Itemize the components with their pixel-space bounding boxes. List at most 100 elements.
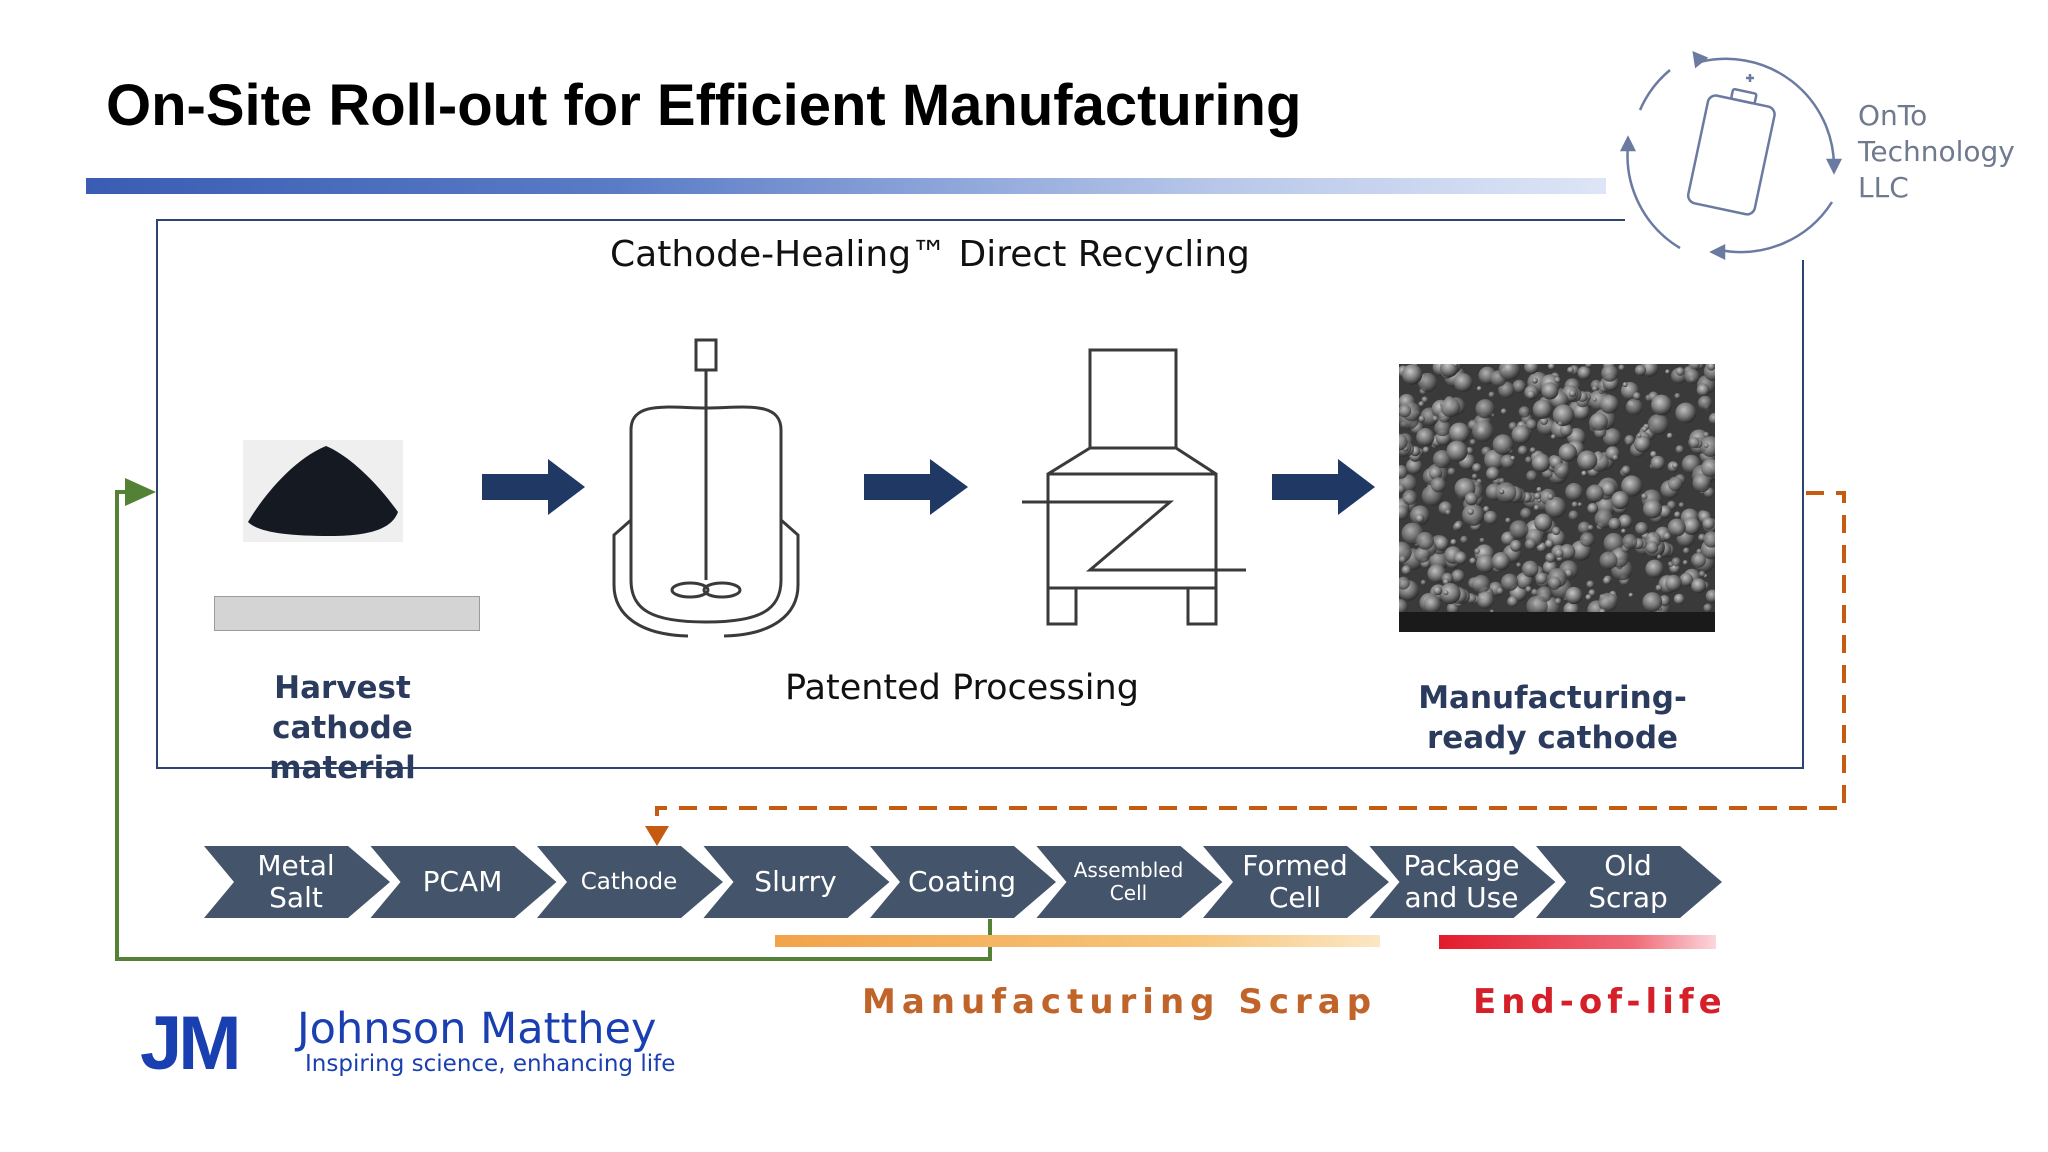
sem-grain	[1476, 554, 1495, 573]
sem-grain	[1598, 592, 1618, 612]
sem-grain	[1691, 552, 1706, 568]
sem-grain	[1534, 513, 1553, 532]
powder-pile-icon	[248, 446, 398, 536]
sem-grain	[1601, 481, 1617, 497]
sem-grain	[1675, 402, 1697, 424]
sem-grain	[1618, 514, 1633, 529]
sem-grain	[1608, 517, 1621, 531]
sem-grain	[1705, 589, 1715, 603]
sem-grain	[1683, 547, 1690, 555]
sem-grain	[1518, 406, 1530, 418]
sem-grain	[1665, 369, 1670, 374]
sem-grain	[1621, 465, 1631, 475]
sem-grain	[1512, 379, 1526, 394]
sem-grain	[1567, 366, 1574, 374]
sem-grain	[1498, 364, 1521, 381]
sem-grain	[1628, 592, 1634, 598]
value-chain-step	[537, 846, 723, 918]
sem-grain	[1421, 396, 1429, 403]
sem-grain	[1558, 443, 1577, 462]
sem-grain	[1647, 413, 1669, 435]
value-chain-step-label: Metal Salt	[257, 849, 335, 914]
sem-grain	[1467, 508, 1474, 515]
sem-grain	[1486, 466, 1500, 481]
sem-grain	[1650, 451, 1657, 458]
sem-grain	[1525, 419, 1537, 431]
flow-arrow-2	[864, 459, 968, 515]
sem-grain	[1557, 421, 1563, 427]
jm-tagline: Inspiring science, enhancing life	[305, 1051, 676, 1077]
sem-grain	[1522, 560, 1539, 578]
sem-grain	[1633, 435, 1651, 453]
value-chain-step	[1036, 846, 1223, 918]
sem-grain	[1552, 404, 1575, 426]
sem-grain	[1703, 443, 1709, 448]
sem-grain	[1432, 415, 1439, 422]
manufacturing-scrap-label: Manufacturing Scrap	[862, 982, 1378, 1022]
sem-grain	[1401, 364, 1423, 385]
sem-grain	[1434, 536, 1449, 551]
sem-grain	[1703, 531, 1715, 548]
sem-grain	[1406, 458, 1423, 475]
sem-grain	[1414, 546, 1431, 563]
value-chain-step-label: Cathode	[580, 869, 678, 895]
sem-grain	[1708, 412, 1715, 425]
sem-grain	[1399, 404, 1412, 418]
sem-grain	[1571, 501, 1578, 508]
sem-grain	[1510, 455, 1516, 461]
value-chain-step-label: Formed Cell	[1242, 849, 1348, 914]
manufacturing-ready-label: Manufacturing-ready cathode	[1418, 680, 1687, 756]
sem-grain	[1621, 475, 1643, 497]
sem-grain	[1492, 434, 1514, 455]
sem-grain	[1678, 502, 1685, 508]
sem-grain	[1529, 447, 1536, 454]
sem-grain	[1399, 484, 1406, 494]
sem-grain	[1465, 447, 1474, 455]
sem-grain	[1592, 385, 1598, 392]
sem-grain	[1551, 526, 1561, 536]
manufacturing-scrap-bar	[775, 935, 1380, 947]
orange-arrowhead	[645, 826, 669, 846]
sem-grain	[1674, 393, 1681, 399]
sem-grain	[1451, 569, 1465, 583]
sem-grain	[1453, 551, 1467, 565]
sem-grain	[1642, 592, 1663, 612]
value-chain-step	[703, 846, 890, 918]
sem-grain	[1692, 473, 1711, 493]
sem-grain	[1507, 596, 1518, 607]
cathode-strip	[214, 596, 480, 631]
sem-grain	[1550, 434, 1556, 440]
sem-grain	[1449, 422, 1470, 444]
orange-return-loop	[655, 491, 1846, 828]
sem-grain	[1445, 509, 1452, 516]
sem-grain	[1500, 408, 1507, 415]
sem-grain	[1554, 376, 1561, 384]
sem-grain	[1516, 562, 1522, 568]
sem-grain	[1698, 395, 1713, 410]
sem-grain	[1589, 412, 1608, 431]
sem-grain	[1453, 364, 1458, 367]
sem-grain	[1420, 579, 1427, 586]
sem-grain	[1443, 590, 1449, 596]
sem-grain	[1433, 586, 1443, 596]
value-chain-step	[1203, 846, 1389, 918]
sem-grain	[1684, 368, 1700, 384]
sem-grain	[1535, 572, 1548, 585]
sem-grain	[1682, 517, 1701, 535]
sem-grain	[1540, 417, 1548, 425]
sem-grain	[1559, 423, 1573, 437]
sem-grain	[1673, 593, 1685, 605]
sem-grain	[1577, 502, 1583, 507]
sem-grain	[1500, 573, 1519, 591]
sem-grain	[1650, 455, 1665, 471]
sem-grain	[1641, 426, 1648, 432]
sem-grain	[1525, 456, 1533, 464]
sem-grain	[1415, 514, 1425, 523]
sem-grain	[1701, 458, 1715, 478]
process-title: Cathode-Healing™ Direct Recycling	[610, 234, 1250, 275]
sem-grain	[1533, 492, 1542, 500]
sem-grain	[1483, 506, 1490, 513]
value-chain-step-label: Package and Use	[1403, 849, 1520, 914]
sem-grain	[1547, 493, 1554, 500]
